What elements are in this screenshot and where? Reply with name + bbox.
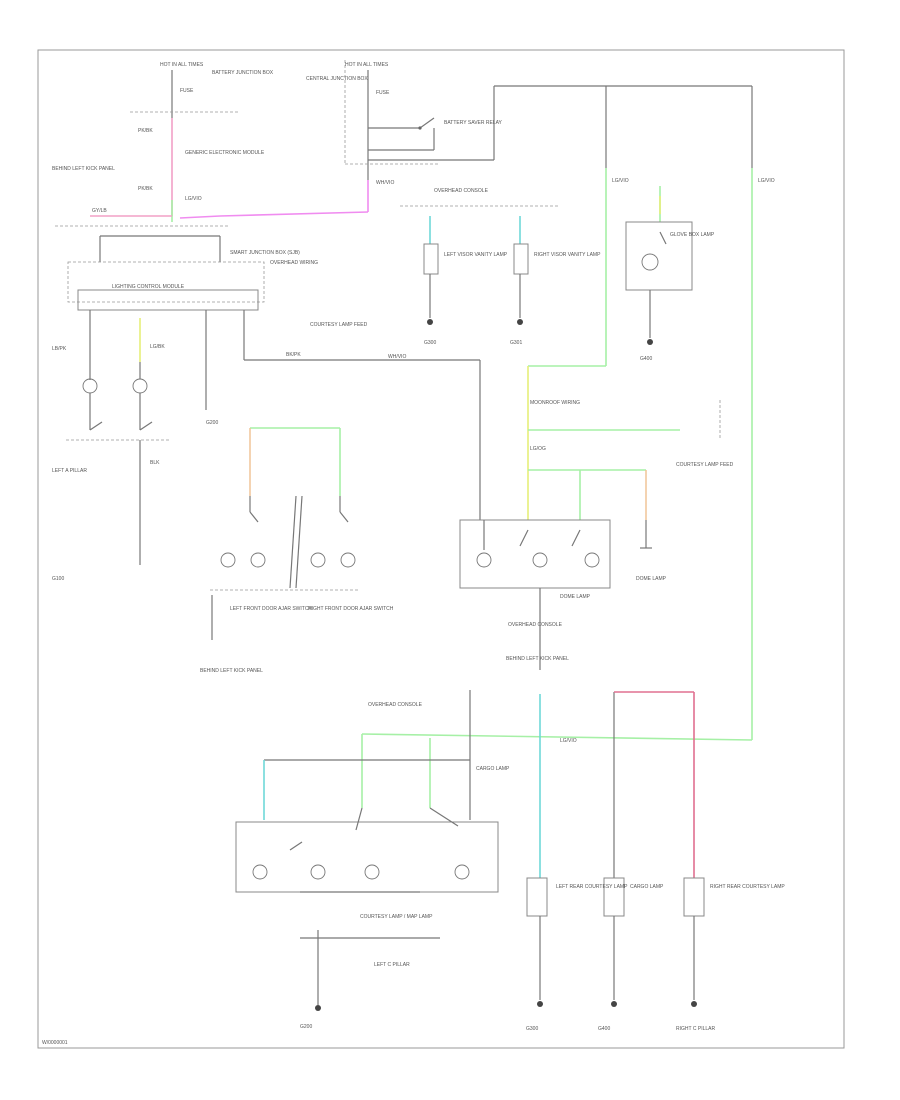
- svg-text:BEHIND LEFT KICK PANEL: BEHIND LEFT KICK PANEL: [200, 668, 263, 674]
- svg-text:RIGHT VISOR VANITY LAMP: RIGHT VISOR VANITY LAMP: [534, 252, 601, 258]
- svg-text:PK/BK: PK/BK: [138, 128, 153, 134]
- svg-text:WH/VIO: WH/VIO: [388, 354, 406, 360]
- svg-text:G400: G400: [640, 356, 652, 362]
- svg-text:FUSE: FUSE: [376, 90, 390, 96]
- svg-text:RIGHT REAR COURTESY LAMP: RIGHT REAR COURTESY LAMP: [710, 884, 785, 890]
- svg-text:CARGO LAMP: CARGO LAMP: [476, 766, 510, 772]
- svg-text:LG/BK: LG/BK: [150, 344, 165, 350]
- figure-id: W/0000001: [42, 1040, 68, 1046]
- svg-text:LG/OG: LG/OG: [530, 446, 546, 452]
- diagram-frame: [37, 49, 845, 1049]
- svg-text:RIGHT C PILLAR: RIGHT C PILLAR: [676, 1026, 715, 1032]
- svg-text:WH/VIO: WH/VIO: [376, 180, 394, 186]
- svg-text:G400: G400: [598, 1026, 610, 1032]
- svg-text:GENERIC ELECTRONIC MODULE: GENERIC ELECTRONIC MODULE: [185, 150, 265, 156]
- svg-text:GLOVE BOX LAMP: GLOVE BOX LAMP: [670, 232, 715, 238]
- svg-text:G100: G100: [52, 576, 64, 582]
- label-battery-junction: BATTERY JUNCTION BOX: [212, 70, 274, 76]
- svg-text:G300: G300: [424, 340, 436, 346]
- svg-text:BEHIND LEFT KICK PANEL: BEHIND LEFT KICK PANEL: [506, 656, 569, 662]
- svg-text:LEFT FRONT DOOR AJAR SWITCH: LEFT FRONT DOOR AJAR SWITCH: [230, 606, 312, 612]
- svg-text:LEFT REAR COURTESY LAMP: LEFT REAR COURTESY LAMP: [556, 884, 628, 890]
- svg-text:COURTESY LAMP FEED: COURTESY LAMP FEED: [310, 322, 368, 328]
- svg-text:G200: G200: [206, 420, 218, 426]
- svg-text:BATTERY SAVER RELAY: BATTERY SAVER RELAY: [444, 120, 503, 126]
- svg-text:G200: G200: [300, 1024, 312, 1030]
- svg-text:LG/VIO: LG/VIO: [758, 178, 775, 184]
- svg-text:LG/VIO: LG/VIO: [560, 738, 577, 744]
- svg-text:COURTESY LAMP FEED: COURTESY LAMP FEED: [676, 462, 734, 468]
- label-fuse-left: FUSE: [180, 88, 194, 94]
- svg-text:MOONROOF WIRING: MOONROOF WIRING: [530, 400, 580, 406]
- svg-text:OVERHEAD CONSOLE: OVERHEAD CONSOLE: [368, 702, 423, 708]
- label-hot-left: HOT IN ALL TIMES: [160, 62, 204, 68]
- svg-text:G301: G301: [510, 340, 522, 346]
- svg-text:RIGHT FRONT DOOR AJAR SWITCH: RIGHT FRONT DOOR AJAR SWITCH: [308, 606, 394, 612]
- svg-text:SMART JUNCTION BOX (SJB): SMART JUNCTION BOX (SJB): [230, 250, 300, 256]
- svg-text:DOME LAMP: DOME LAMP: [636, 576, 667, 582]
- svg-text:CENTRAL JUNCTION BOX: CENTRAL JUNCTION BOX: [306, 76, 368, 82]
- svg-text:LEFT C PILLAR: LEFT C PILLAR: [374, 962, 410, 968]
- svg-text:BLK: BLK: [150, 460, 160, 466]
- svg-text:LG/VIO: LG/VIO: [185, 196, 202, 202]
- svg-text:LIGHTING CONTROL MODULE: LIGHTING CONTROL MODULE: [112, 284, 185, 290]
- svg-text:GY/LB: GY/LB: [92, 208, 107, 214]
- svg-text:BEHIND LEFT KICK PANEL: BEHIND LEFT KICK PANEL: [52, 166, 115, 172]
- svg-text:LB/PK: LB/PK: [52, 346, 67, 352]
- svg-text:DOME LAMP: DOME LAMP: [560, 594, 591, 600]
- svg-text:PK/BK: PK/BK: [138, 186, 153, 192]
- svg-text:LEFT VISOR VANITY LAMP: LEFT VISOR VANITY LAMP: [444, 252, 508, 258]
- svg-text:OVERHEAD CONSOLE: OVERHEAD CONSOLE: [508, 622, 563, 628]
- svg-text:COURTESY LAMP / MAP LAMP: COURTESY LAMP / MAP LAMP: [360, 914, 433, 920]
- svg-text:LEFT A PILLAR: LEFT A PILLAR: [52, 468, 87, 474]
- svg-text:BK/PK: BK/PK: [286, 352, 301, 358]
- svg-text:LG/VIO: LG/VIO: [612, 178, 629, 184]
- svg-text:G300: G300: [526, 1026, 538, 1032]
- svg-text:OVERHEAD WIRING: OVERHEAD WIRING: [270, 260, 318, 266]
- svg-text:CARGO LAMP: CARGO LAMP: [630, 884, 664, 890]
- svg-text:OVERHEAD CONSOLE: OVERHEAD CONSOLE: [434, 188, 489, 194]
- label-hot-mid: HOT IN ALL TIMES: [345, 62, 389, 68]
